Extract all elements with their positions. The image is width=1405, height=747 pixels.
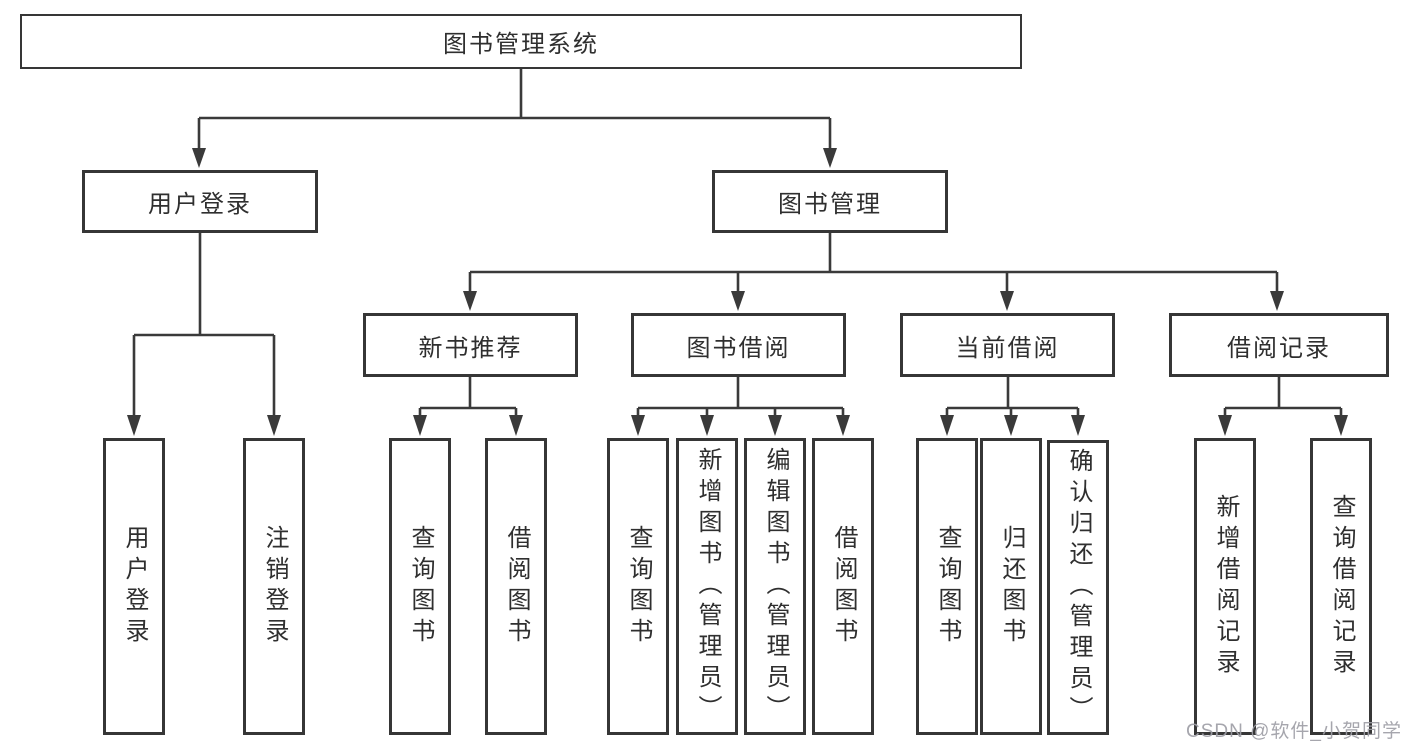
leaf-borrow-books-borrowing: 借阅图书 [812, 438, 874, 735]
leaf-label: 归还图书 [998, 524, 1025, 649]
leaf-label: 查询借阅记录 [1328, 493, 1355, 680]
leaf-label: 注销登录 [261, 524, 288, 649]
leaf-confirm-return-admin: 确认归还（管理员） [1047, 440, 1109, 735]
leaf-label: 新增图书（管理员） [694, 447, 721, 726]
leaf-edit-book-admin: 编辑图书（管理员） [744, 438, 806, 735]
leaf-add-book-admin: 新增图书（管理员） [676, 438, 738, 735]
node-label: 借阅记录 [1227, 334, 1331, 362]
leaf-logout: 注销登录 [243, 438, 305, 735]
node-current-borrowing: 当前借阅 [900, 313, 1115, 377]
node-borrowing-records: 借阅记录 [1169, 313, 1389, 377]
leaf-label: 查询图书 [934, 524, 961, 649]
node-new-book-recommendation: 新书推荐 [363, 313, 578, 377]
leaf-label: 查询图书 [407, 524, 434, 649]
node-label: 图书管理 [778, 191, 882, 218]
node-label: 当前借阅 [955, 334, 1060, 362]
leaf-borrow-books-recommend: 借阅图书 [485, 438, 547, 735]
node-book-management: 图书管理 [712, 170, 948, 233]
leaf-query-books-current: 查询图书 [916, 438, 978, 735]
leaf-label: 借阅图书 [503, 524, 530, 649]
node-label: 图书管理系统 [443, 31, 599, 58]
leaf-query-books-recommend: 查询图书 [389, 438, 451, 735]
leaf-user-login: 用户登录 [103, 438, 165, 735]
leaf-label: 借阅图书 [830, 524, 857, 649]
node-library-management-system: 图书管理系统 [20, 14, 1022, 69]
leaf-label: 确认归还（管理员） [1065, 448, 1092, 727]
arrowheads [127, 148, 1348, 436]
node-label: 新书推荐 [418, 334, 523, 362]
leaf-query-books-borrowing: 查询图书 [607, 438, 669, 735]
leaf-add-borrow-record: 新增借阅记录 [1194, 438, 1256, 735]
leaf-label: 新增借阅记录 [1212, 493, 1239, 680]
node-book-borrowing: 图书借阅 [631, 313, 846, 377]
leaf-query-borrow-record: 查询借阅记录 [1310, 438, 1372, 735]
leaf-return-book: 归还图书 [980, 438, 1042, 735]
leaf-label: 编辑图书（管理员） [762, 447, 789, 726]
node-user-login: 用户登录 [82, 170, 318, 233]
node-label: 用户登录 [148, 191, 252, 218]
leaf-label: 用户登录 [121, 524, 148, 649]
leaf-label: 查询图书 [625, 524, 652, 649]
node-label: 图书借阅 [686, 334, 791, 362]
